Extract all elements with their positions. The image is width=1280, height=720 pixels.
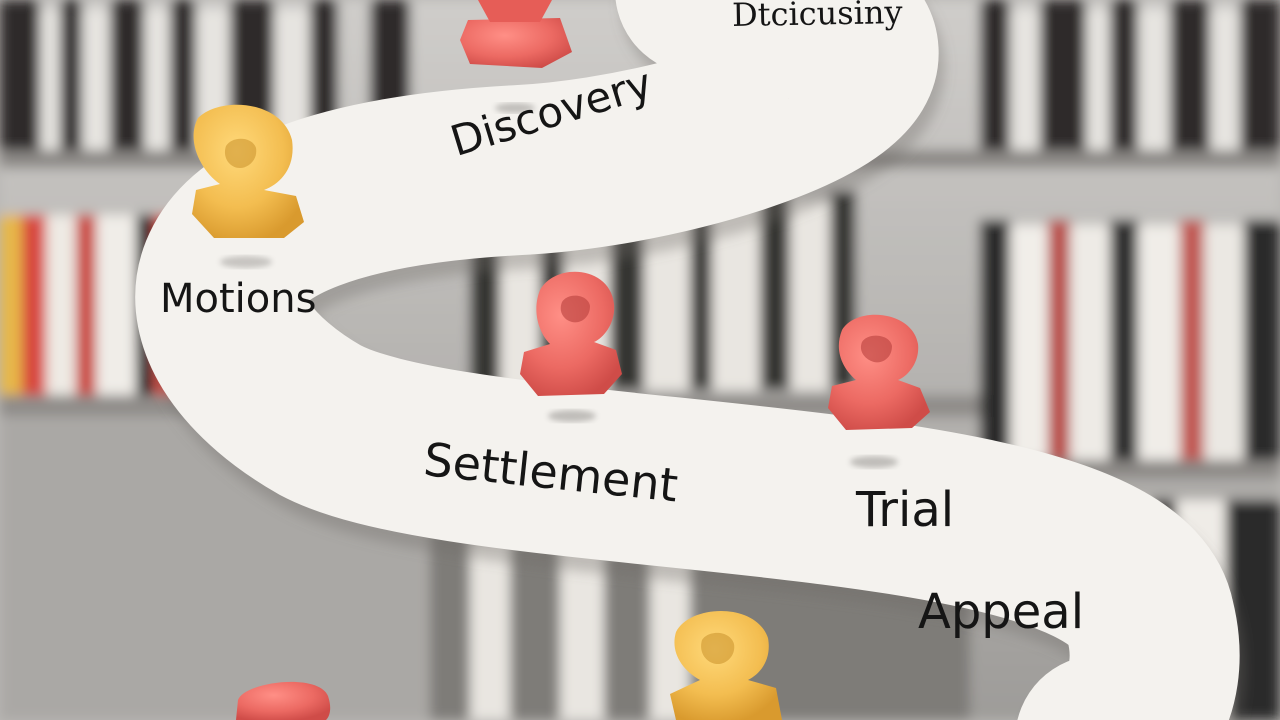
- path-label-motions: Motions: [160, 276, 317, 322]
- pin-yellow-left: [192, 104, 304, 268]
- pin-red-bottom-left: [236, 681, 331, 720]
- path-label-top: Dtcicusiny: [731, 0, 903, 34]
- pin-red-right: [828, 314, 930, 468]
- pin-yellow-bottom: [670, 610, 782, 720]
- pin-top-red: [460, 0, 572, 113]
- path-label-trial: Trial: [856, 482, 955, 538]
- winding-path: [135, 0, 1240, 720]
- pin-red-center: [520, 271, 622, 422]
- path-label-appeal: Appeal: [918, 584, 1085, 640]
